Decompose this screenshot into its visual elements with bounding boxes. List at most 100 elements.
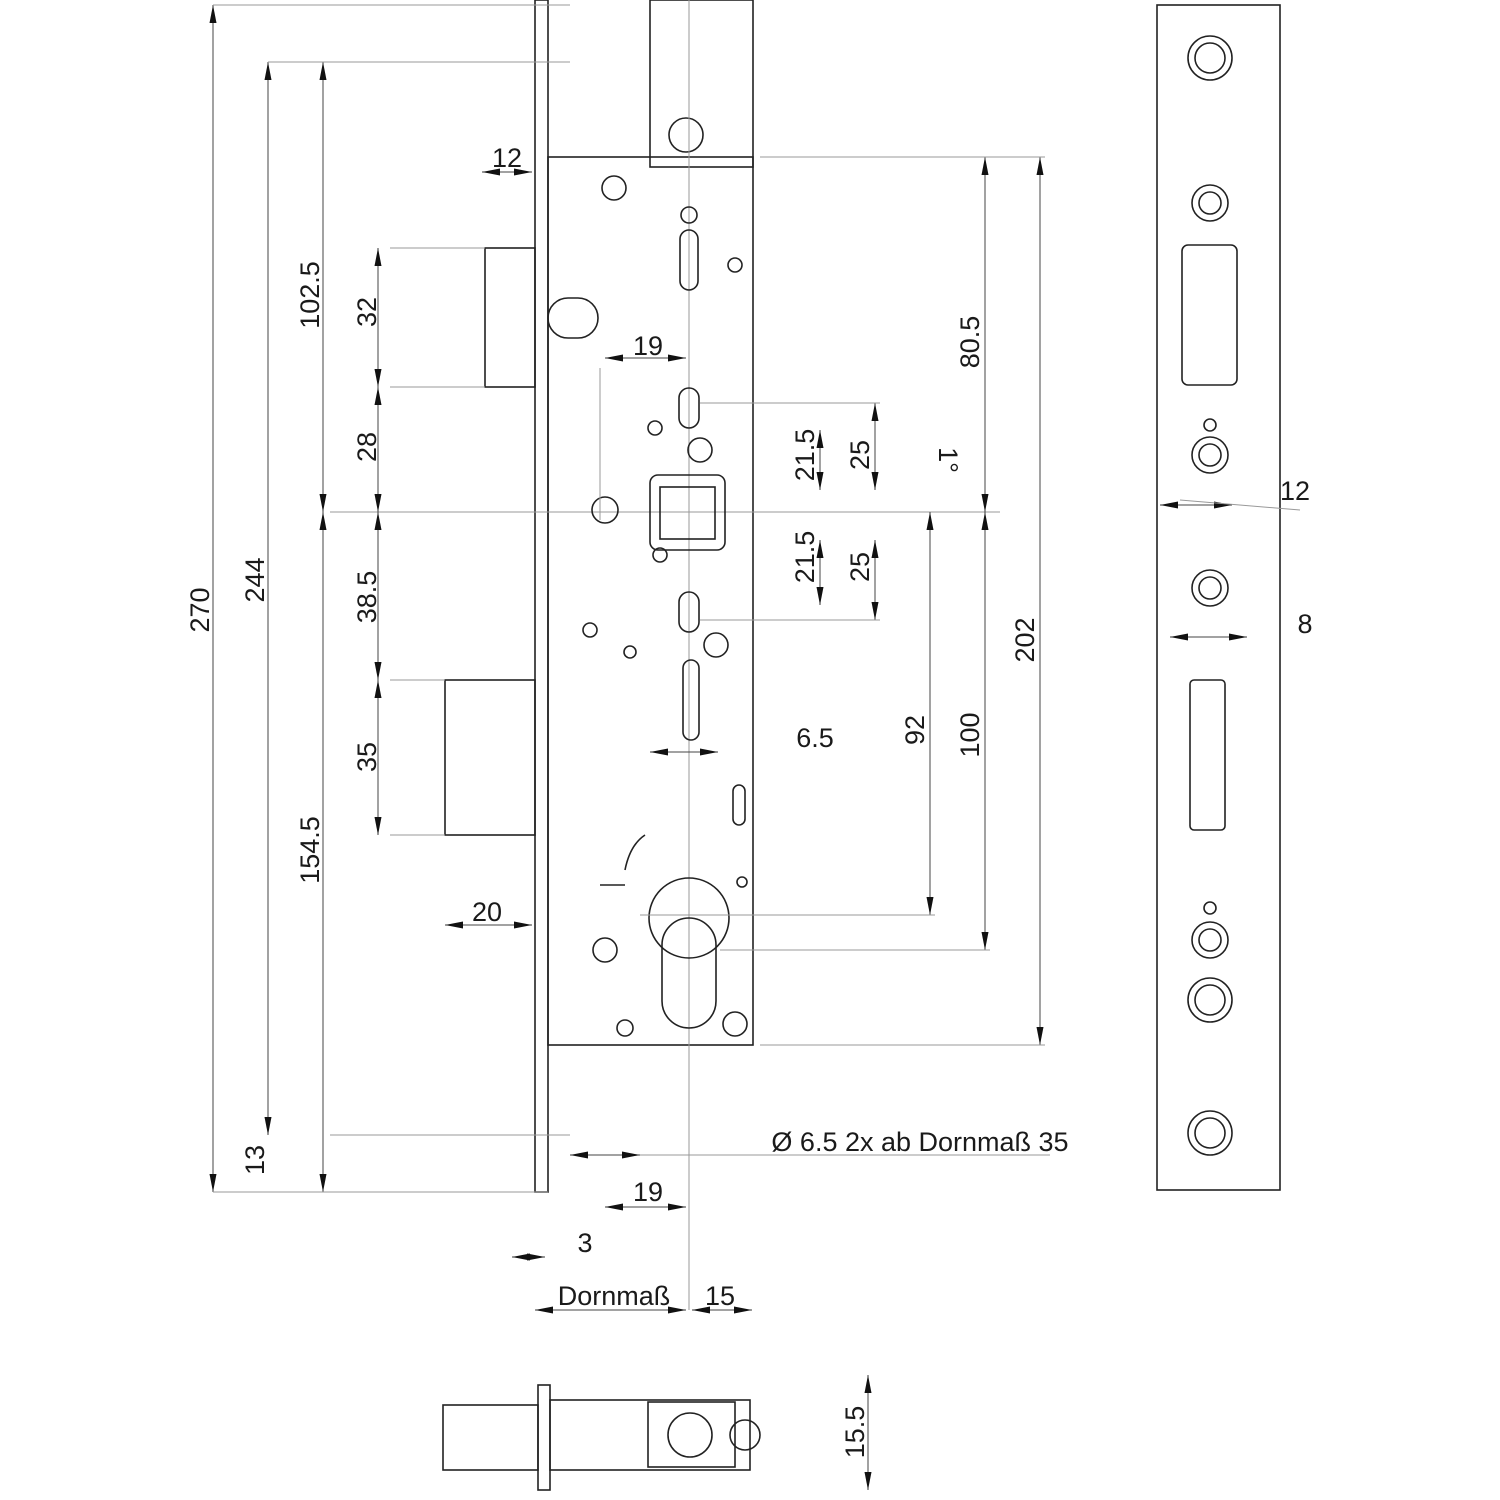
arrowhead [535, 1306, 553, 1314]
screw-1 [601, 175, 627, 201]
dim-8-side: 8 [1297, 609, 1312, 639]
dim-angle: 1° [933, 447, 963, 473]
bottom-screw [729, 1419, 761, 1451]
arrowhead [668, 1306, 686, 1314]
arrowhead [264, 1117, 272, 1135]
arrowhead [871, 540, 879, 558]
side-screw-0 [1187, 35, 1233, 81]
side-screw-2 [1191, 436, 1229, 474]
arrowhead [512, 1253, 530, 1261]
pin-2 [727, 257, 743, 273]
dim-35: 35 [352, 742, 382, 772]
slot-lower [678, 591, 700, 633]
side-screw-5 [1187, 977, 1233, 1023]
arrowhead [209, 1174, 217, 1192]
dim-20: 20 [472, 897, 502, 927]
side-screw-inner-0 [1194, 42, 1226, 74]
latch-bolt [484, 247, 536, 388]
dim-12-side: 12 [1280, 476, 1310, 506]
side-pin-2 [1203, 901, 1217, 915]
dead-bolt [444, 679, 536, 836]
side-latch [1181, 244, 1238, 386]
pin-1 [680, 206, 698, 224]
arrowhead [816, 430, 824, 448]
arrowhead [605, 1203, 623, 1211]
dim-15: 15 [705, 1281, 735, 1311]
pin-9 [616, 1019, 634, 1037]
arrowhead [1036, 157, 1044, 175]
bottom-hub [647, 1401, 736, 1468]
arrowhead [926, 512, 934, 530]
arrowhead [514, 168, 532, 176]
arrowhead [527, 1253, 545, 1261]
pin-4 [652, 547, 668, 563]
arrowhead [981, 157, 989, 175]
arrowhead [1160, 501, 1178, 509]
side-bolt [1189, 679, 1226, 831]
side-screw-1 [1191, 184, 1229, 222]
dimension-lines [209, 4, 1301, 1490]
hole-note: Ø 6.5 2x ab Dornmaß 35 [771, 1127, 1068, 1157]
arrowhead [692, 1306, 710, 1314]
arrowhead [871, 472, 879, 490]
dim-100: 100 [955, 712, 985, 757]
dim-19-lower: 19 [633, 1177, 663, 1207]
arrowhead [981, 494, 989, 512]
cylinder-top [648, 877, 730, 959]
lock-case [547, 156, 754, 1046]
side-screw-3 [1191, 569, 1229, 607]
arrowhead [1229, 633, 1247, 641]
slot-mid [682, 659, 700, 741]
trigger-latch [547, 297, 599, 339]
screw-10 [722, 1011, 748, 1037]
arrowhead [374, 512, 382, 530]
side-screw-6 [1187, 1110, 1233, 1156]
lever [600, 834, 646, 886]
arrowhead [319, 62, 327, 80]
dim-15-5: 15.5 [840, 1406, 870, 1459]
dim-19-upper: 19 [633, 331, 663, 361]
arrowhead [445, 921, 463, 929]
arrowhead [374, 680, 382, 698]
arrowhead [864, 1472, 872, 1490]
arrowhead [264, 62, 272, 80]
bottom-case [549, 1399, 751, 1471]
spindle-square [659, 486, 716, 540]
arrowhead [668, 1203, 686, 1211]
arrowhead [605, 354, 623, 362]
dim-25-lower: 25 [845, 552, 875, 582]
hole-3 [591, 496, 619, 524]
dim-102-5: 102.5 [295, 261, 325, 329]
arrowhead [734, 1306, 752, 1314]
lock-geometry [330, 0, 1281, 1491]
arrowhead [209, 5, 217, 23]
arrowhead [374, 494, 382, 512]
dim-21-5-lower: 21.5 [790, 531, 820, 584]
side-screw-inner-1 [1198, 191, 1222, 215]
spindle-hub [649, 474, 726, 551]
side-pin-1 [1203, 418, 1217, 432]
arrowhead [700, 748, 718, 756]
slot-small [732, 784, 746, 826]
dim-13: 13 [240, 1145, 270, 1175]
arrowhead [374, 817, 382, 835]
dim-3: 3 [577, 1228, 592, 1258]
dim-25-upper: 25 [845, 440, 875, 470]
dimension-labels: 270 244 102.5 154.5 32 28 38.5 35 13 12 … [185, 143, 1313, 1458]
bottom-faceplate [537, 1384, 551, 1491]
arrowhead [319, 1174, 327, 1192]
side-screw-inner-3 [1198, 576, 1222, 600]
arrowhead [871, 602, 879, 620]
dim-32: 32 [352, 297, 382, 327]
dim-202: 202 [1010, 617, 1040, 662]
arrowhead [482, 168, 500, 176]
latch-housing [649, 0, 754, 168]
arrowhead [650, 748, 668, 756]
arrowhead [374, 387, 382, 405]
arrowhead [514, 921, 532, 929]
bottom-hub-ring [667, 1412, 713, 1458]
arrowhead [926, 897, 934, 915]
arrowhead [622, 1151, 640, 1159]
